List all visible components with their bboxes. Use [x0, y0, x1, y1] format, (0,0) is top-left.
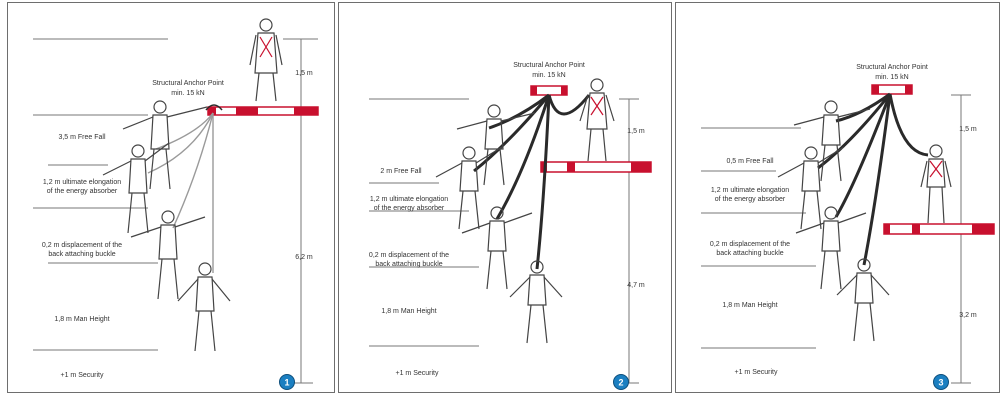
- anchor-beam-icon: [205, 104, 319, 116]
- anchor-label-line-2: min. 15 kN: [171, 90, 204, 97]
- elongation-label-line-2: of the energy absorber: [374, 205, 445, 212]
- security-label: +1 m Security: [61, 372, 104, 379]
- panel-2: Structural Anchor Point min. 15 kN 2 m F…: [338, 2, 672, 393]
- dimension-top-label: 1,5 m: [295, 70, 313, 77]
- anchor-beam-icon: [530, 85, 568, 96]
- number-badge-icon: 3: [933, 374, 949, 390]
- worker-figure-icon: [795, 206, 867, 290]
- displacement-label-line-2: back attaching buckle: [48, 251, 115, 258]
- elongation-label-line-1: 1,2 m ultimate elongation: [711, 187, 789, 194]
- displacement-label-line-1: 0,2 m displacement of the: [42, 242, 122, 249]
- worker-figure-icon: [793, 100, 871, 182]
- dimension-total-label: 4,7 m: [627, 282, 645, 289]
- worker-figure-icon: [435, 146, 503, 230]
- lanyard-ropes: [147, 112, 214, 273]
- man-height-label: 1,8 m Man Height: [381, 308, 436, 315]
- worker-figure-icon: [249, 18, 283, 102]
- elongation-label-line-1: 1,2 m ultimate elongation: [43, 179, 121, 186]
- level-lines: [701, 127, 816, 349]
- worker-figure-icon: [456, 104, 536, 186]
- man-height-label: 1,8 m Man Height: [722, 302, 777, 309]
- dimension-total-label: 3,2 m: [959, 312, 977, 319]
- anchor-label-line-1: Structural Anchor Point: [513, 62, 585, 69]
- dimension-top-label: 1,5 m: [959, 126, 977, 133]
- anchor-label-line-2: min. 15 kN: [875, 74, 908, 81]
- panel-3-drawing: Structural Anchor Point min. 15 kN 0,5 m…: [701, 64, 995, 390]
- anchor-label-line-2: min. 15 kN: [532, 72, 565, 79]
- panel-number: 2: [618, 378, 623, 388]
- worker-figure-icon: [102, 142, 170, 234]
- platform-beam-icon: [883, 223, 995, 235]
- elongation-label-line-1: 1,2 m ultimate elongation: [370, 196, 448, 203]
- lanyard-ropes: [473, 93, 591, 270]
- displacement-label-line-2: back attaching buckle: [375, 261, 442, 268]
- dimension-line: [951, 94, 971, 384]
- anchor-label-line-1: Structural Anchor Point: [152, 80, 224, 87]
- worker-figure-icon: [579, 78, 615, 162]
- lanyard-ropes: [817, 92, 929, 266]
- dimension-line: [619, 98, 639, 384]
- worker-figure-icon: [777, 146, 845, 230]
- number-badge-icon: 1: [279, 374, 295, 390]
- panel-2-drawing: Structural Anchor Point min. 15 kN 2 m F…: [369, 62, 652, 390]
- panel-3: Structural Anchor Point min. 15 kN 0,5 m…: [675, 2, 1000, 393]
- worker-figure-icon: [130, 210, 206, 300]
- platform-beam-icon: [540, 161, 652, 173]
- displacement-label-line-1: 0,2 m displacement of the: [369, 252, 449, 259]
- elongation-label-line-2: of the energy absorber: [715, 196, 786, 203]
- security-label: +1 m Security: [396, 370, 439, 377]
- panel-1-drawing: Structural Anchor Point min. 15 kN 3,5 m…: [33, 18, 319, 390]
- panel-1: Structural Anchor Point min. 15 kN 3,5 m…: [7, 2, 335, 393]
- worker-figure-icon: [461, 206, 533, 290]
- dimension-total-label: 6,2 m: [295, 254, 313, 261]
- number-badge-icon: 2: [613, 374, 629, 390]
- free-fall-label: 3,5 m Free Fall: [58, 134, 106, 141]
- free-fall-label: 0,5 m Free Fall: [726, 158, 774, 165]
- worker-figure-icon: [836, 258, 890, 342]
- level-lines: [369, 98, 479, 347]
- level-lines: [33, 38, 168, 351]
- worker-figure-icon: [122, 100, 208, 190]
- panel-number: 1: [284, 378, 289, 388]
- worker-figure-icon: [177, 262, 231, 352]
- elongation-label-line-2: of the energy absorber: [47, 188, 118, 195]
- displacement-label-line-2: back attaching buckle: [716, 250, 783, 257]
- panel-number: 3: [938, 378, 943, 388]
- worker-figure-icon: [509, 260, 563, 344]
- anchor-label-line-1: Structural Anchor Point: [856, 64, 928, 71]
- worker-figure-icon: [920, 144, 952, 224]
- dimension-line: [283, 38, 318, 384]
- dimension-top-label: 1,5 m: [627, 128, 645, 135]
- man-height-label: 1,8 m Man Height: [54, 316, 109, 323]
- anchor-beam-icon: [871, 84, 913, 95]
- displacement-label-line-1: 0,2 m displacement of the: [710, 241, 790, 248]
- free-fall-label: 2 m Free Fall: [380, 168, 422, 175]
- security-label: +1 m Security: [735, 369, 778, 376]
